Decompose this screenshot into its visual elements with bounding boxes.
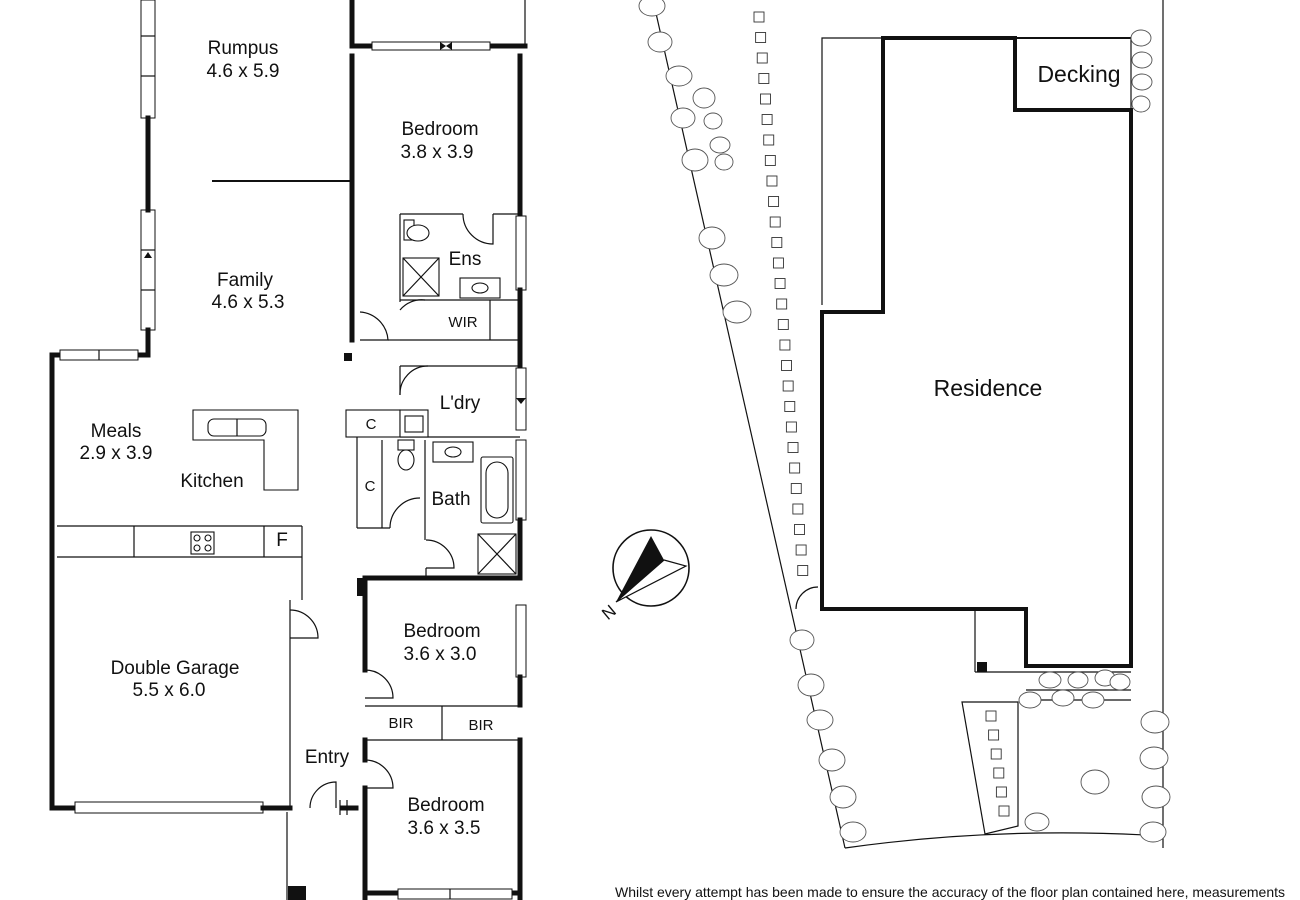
- room-label-cupboard-2: C: [365, 478, 376, 495]
- room-label-rumpus: Rumpus: [208, 38, 279, 59]
- stepping-stone: [760, 93, 771, 105]
- room-label-entry: Entry: [305, 747, 350, 768]
- stepping-stone: [777, 319, 789, 330]
- stepping-stone: [781, 360, 792, 371]
- stepping-stone: [784, 401, 796, 412]
- room-dim-meals: 2.9 x 3.9: [80, 443, 153, 464]
- room-label-family: Family: [217, 270, 273, 291]
- stepping-stone: [795, 544, 807, 556]
- stepping-stone: [758, 73, 770, 84]
- room-dim-bedroom-2: 3.6 x 3.0: [404, 644, 477, 665]
- stepping-stone: [995, 786, 1007, 798]
- stepping-stone: [794, 524, 805, 535]
- disclaimer-text: Whilst every attempt has been made to en…: [614, 884, 1286, 900]
- room-dim-rumpus: 4.6 x 5.9: [207, 61, 280, 82]
- house-floor-plan: Rumpus 4.6 x 5.9 Bedroom 3.8 x 3.9 Ens W…: [49, 0, 528, 900]
- site-plan: Decking Residence: [638, 0, 1171, 849]
- stepping-stone: [756, 52, 768, 64]
- room-label-laundry: L'dry: [440, 393, 481, 414]
- stepping-stone: [766, 175, 778, 187]
- stepping-stone: [776, 298, 788, 310]
- room-dim-bedroom-1: 3.8 x 3.9: [401, 142, 474, 163]
- room-label-fridge: F: [276, 530, 288, 551]
- garden-shrubs: [638, 0, 1171, 843]
- stepping-stone: [792, 503, 804, 515]
- room-dim-bedroom-3: 3.6 x 3.5: [408, 818, 481, 839]
- site-label-decking: Decking: [1037, 61, 1120, 87]
- room-label-ensuite: Ens: [449, 249, 482, 270]
- stepping-stone: [768, 196, 780, 207]
- stepping-stone: [753, 11, 765, 23]
- room-dim-family: 4.6 x 5.3: [212, 292, 285, 313]
- stepping-stone: [764, 155, 776, 166]
- stepping-stone: [763, 134, 775, 146]
- room-label-bath: Bath: [431, 489, 470, 510]
- stepping-stone: [779, 339, 791, 351]
- room-label-bedroom-1: Bedroom: [401, 119, 478, 140]
- stepping-stone: [990, 748, 1002, 760]
- stepping-stone: [772, 257, 784, 269]
- room-label-bir-2: BIR: [468, 717, 493, 734]
- stepping-stone: [769, 216, 781, 228]
- stepping-stone: [785, 421, 797, 433]
- stepping-stone: [985, 710, 997, 722]
- site-label-residence: Residence: [934, 375, 1043, 401]
- room-label-bir-1: BIR: [388, 715, 413, 732]
- stepping-stone: [789, 462, 801, 474]
- stepping-stone: [797, 565, 809, 576]
- room-label-cupboard-1: C: [366, 416, 377, 433]
- stepping-stone: [998, 805, 1010, 817]
- room-label-bedroom-3: Bedroom: [407, 795, 484, 816]
- stepping-stone: [988, 729, 1000, 741]
- stepping-stone: [774, 278, 786, 289]
- stepping-stone: [771, 237, 783, 248]
- room-dim-garage: 5.5 x 6.0: [133, 680, 206, 701]
- stepping-stone: [761, 114, 773, 125]
- room-label-garage: Double Garage: [111, 658, 240, 679]
- room-label-bedroom-2: Bedroom: [403, 621, 480, 642]
- room-label-kitchen: Kitchen: [180, 471, 243, 492]
- compass-label: N: [598, 601, 620, 623]
- stepping-stone: [782, 380, 794, 392]
- stepping-stone: [993, 767, 1005, 779]
- stepping-stone: [787, 442, 799, 453]
- stepping-stone: [790, 483, 802, 494]
- room-label-meals: Meals: [91, 421, 142, 442]
- north-compass: N: [598, 529, 690, 624]
- stepping-stone: [755, 32, 767, 43]
- stepping-stones: [753, 11, 1010, 817]
- room-label-wir: WIR: [448, 314, 477, 331]
